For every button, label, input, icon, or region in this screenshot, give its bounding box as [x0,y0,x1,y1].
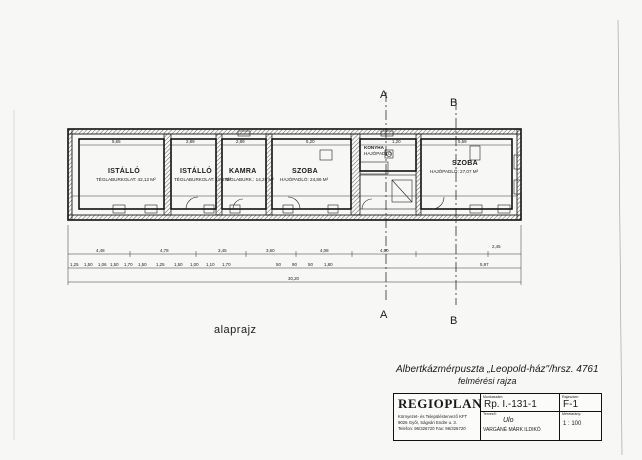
room-name: SZOBA [292,168,318,175]
top-dim: 2,89 [186,139,195,144]
dim-label: 1,50 [110,262,119,267]
scale-cell: Méretarány: 1 : 100 [559,411,602,440]
chain2-labels: 1,25 1,50 1,06 1,50 1,70 1,50 1,25 1,50 … [70,262,489,267]
dim-label: 1,50 [174,262,183,267]
title-block: REGIOPLAN Környezet- és Településtervező… [393,393,602,441]
dim-label: 4,78 [160,248,169,253]
section-label: A [380,89,388,101]
top-dim: 2,89 [236,139,245,144]
signature: Ulo [503,417,514,424]
room-name: KONYHA [364,145,385,150]
drawing-number-cell: Munkaszám: Rp. I.-131-1 [480,394,560,412]
author-label: Tervező: [483,412,497,416]
building-outline [67,128,522,221]
dim-label: 1,06 [98,262,107,267]
author-cell: Tervező: Ulo VARGÁNÉ MÁRK ILDIKÓ [480,411,560,440]
sheet-number-cell: Rajzszám: F-1 [559,394,602,412]
dim-label: 1,25 [156,262,165,267]
company-line: Környezet- és Településtervező KFT [398,414,468,419]
top-dim: 5,65 [112,139,121,144]
top-dimension-labels: 5,65 2,89 2,89 5,20 1,20 5,59 [112,139,467,144]
dim-label: 2,45 [492,244,501,249]
dim-label: 1,80 [324,262,333,267]
dim-label: 1,25 [70,262,79,267]
windows [112,130,522,214]
top-dim: 1,20 [392,139,401,144]
dim-label: 1,70 [222,262,231,267]
overall-dimension: 30,20 [288,276,300,281]
room-partitions [78,133,513,216]
inner-dimensions [72,144,517,197]
drawing-subtitle: felmérési rajza [458,376,517,386]
drawing-number-label: Munkaszám: [483,395,504,399]
dim-label: 4,48 [96,248,105,253]
sheet-number-label: Rajzszám: [562,395,579,399]
room-name: KAMRA [229,168,257,175]
room-area: HAJÓPADLÓ: 24,86 M² [280,176,329,182]
company-contact: Telefon: 96/326720 Fax: 96/326720 [398,426,466,431]
dim-label: 90 [292,262,297,267]
room-name: ISTÁLLÓ [180,166,212,175]
plan-caption: alaprajz [214,324,257,336]
dim-label: 1,50 [84,262,93,267]
dim-label: 3,60 [266,248,275,253]
dim-label: 5,97 [480,262,489,267]
dim-label: 1,00 [190,262,199,267]
company-logo: REGIOPLAN [398,396,483,411]
scale-label: Méretarány: [562,412,582,416]
room-area: TÉGLABURK.: 14,25 M² [224,176,274,182]
section-label: A [380,309,388,321]
author-name: VARGÁNÉ MÁRK ILDIKÓ [483,427,541,433]
room-name: ISTÁLLÓ [108,166,140,175]
room-area: TÉGLABURKOLAT: 19,6 M² [174,176,232,182]
room-labels: ISTÁLLÓ TÉGLABURKOLAT: 42,12 M² ISTÁLLÓ … [96,145,479,182]
dim-label: 4,08 [320,248,329,253]
top-dim: 5,59 [458,139,467,144]
chain1-labels: 4,48 4,78 3,45 3,60 4,08 4,60 2,45 [96,244,501,253]
scale-value: 1 : 100 [563,421,582,427]
dim-label: 50 [308,262,313,267]
dim-label: 3,45 [218,248,227,253]
drawing-number: Rp. I.-131-1 [484,399,537,410]
dim-label: 50 [276,262,281,267]
dim-label: 4,60 [380,248,389,253]
room-area: TÉGLABURKOLAT: 42,12 M² [96,176,156,182]
top-dim: 5,20 [306,139,315,144]
sheet-number: F-1 [563,399,578,410]
room-area: HAJÓPADLÓ: 27,07 M² [430,168,479,174]
dimension-chains [67,225,522,285]
drawing-title: Albertkázmérpuszta „Leopold-ház"/hrsz. 4… [396,364,599,375]
section-lines: A B A B [380,89,457,327]
dim-label: 1,50 [138,262,147,267]
section-label: B [450,97,457,109]
room-area: HAJÓPADLÓ [364,150,392,156]
dim-label: 1,10 [206,262,215,267]
dim-label: 1,70 [124,262,133,267]
company-address: 9026 Győr, Ságvári Endre u. 3. [398,420,457,425]
section-label: B [450,315,457,327]
room-name: SZOBA [452,160,478,167]
